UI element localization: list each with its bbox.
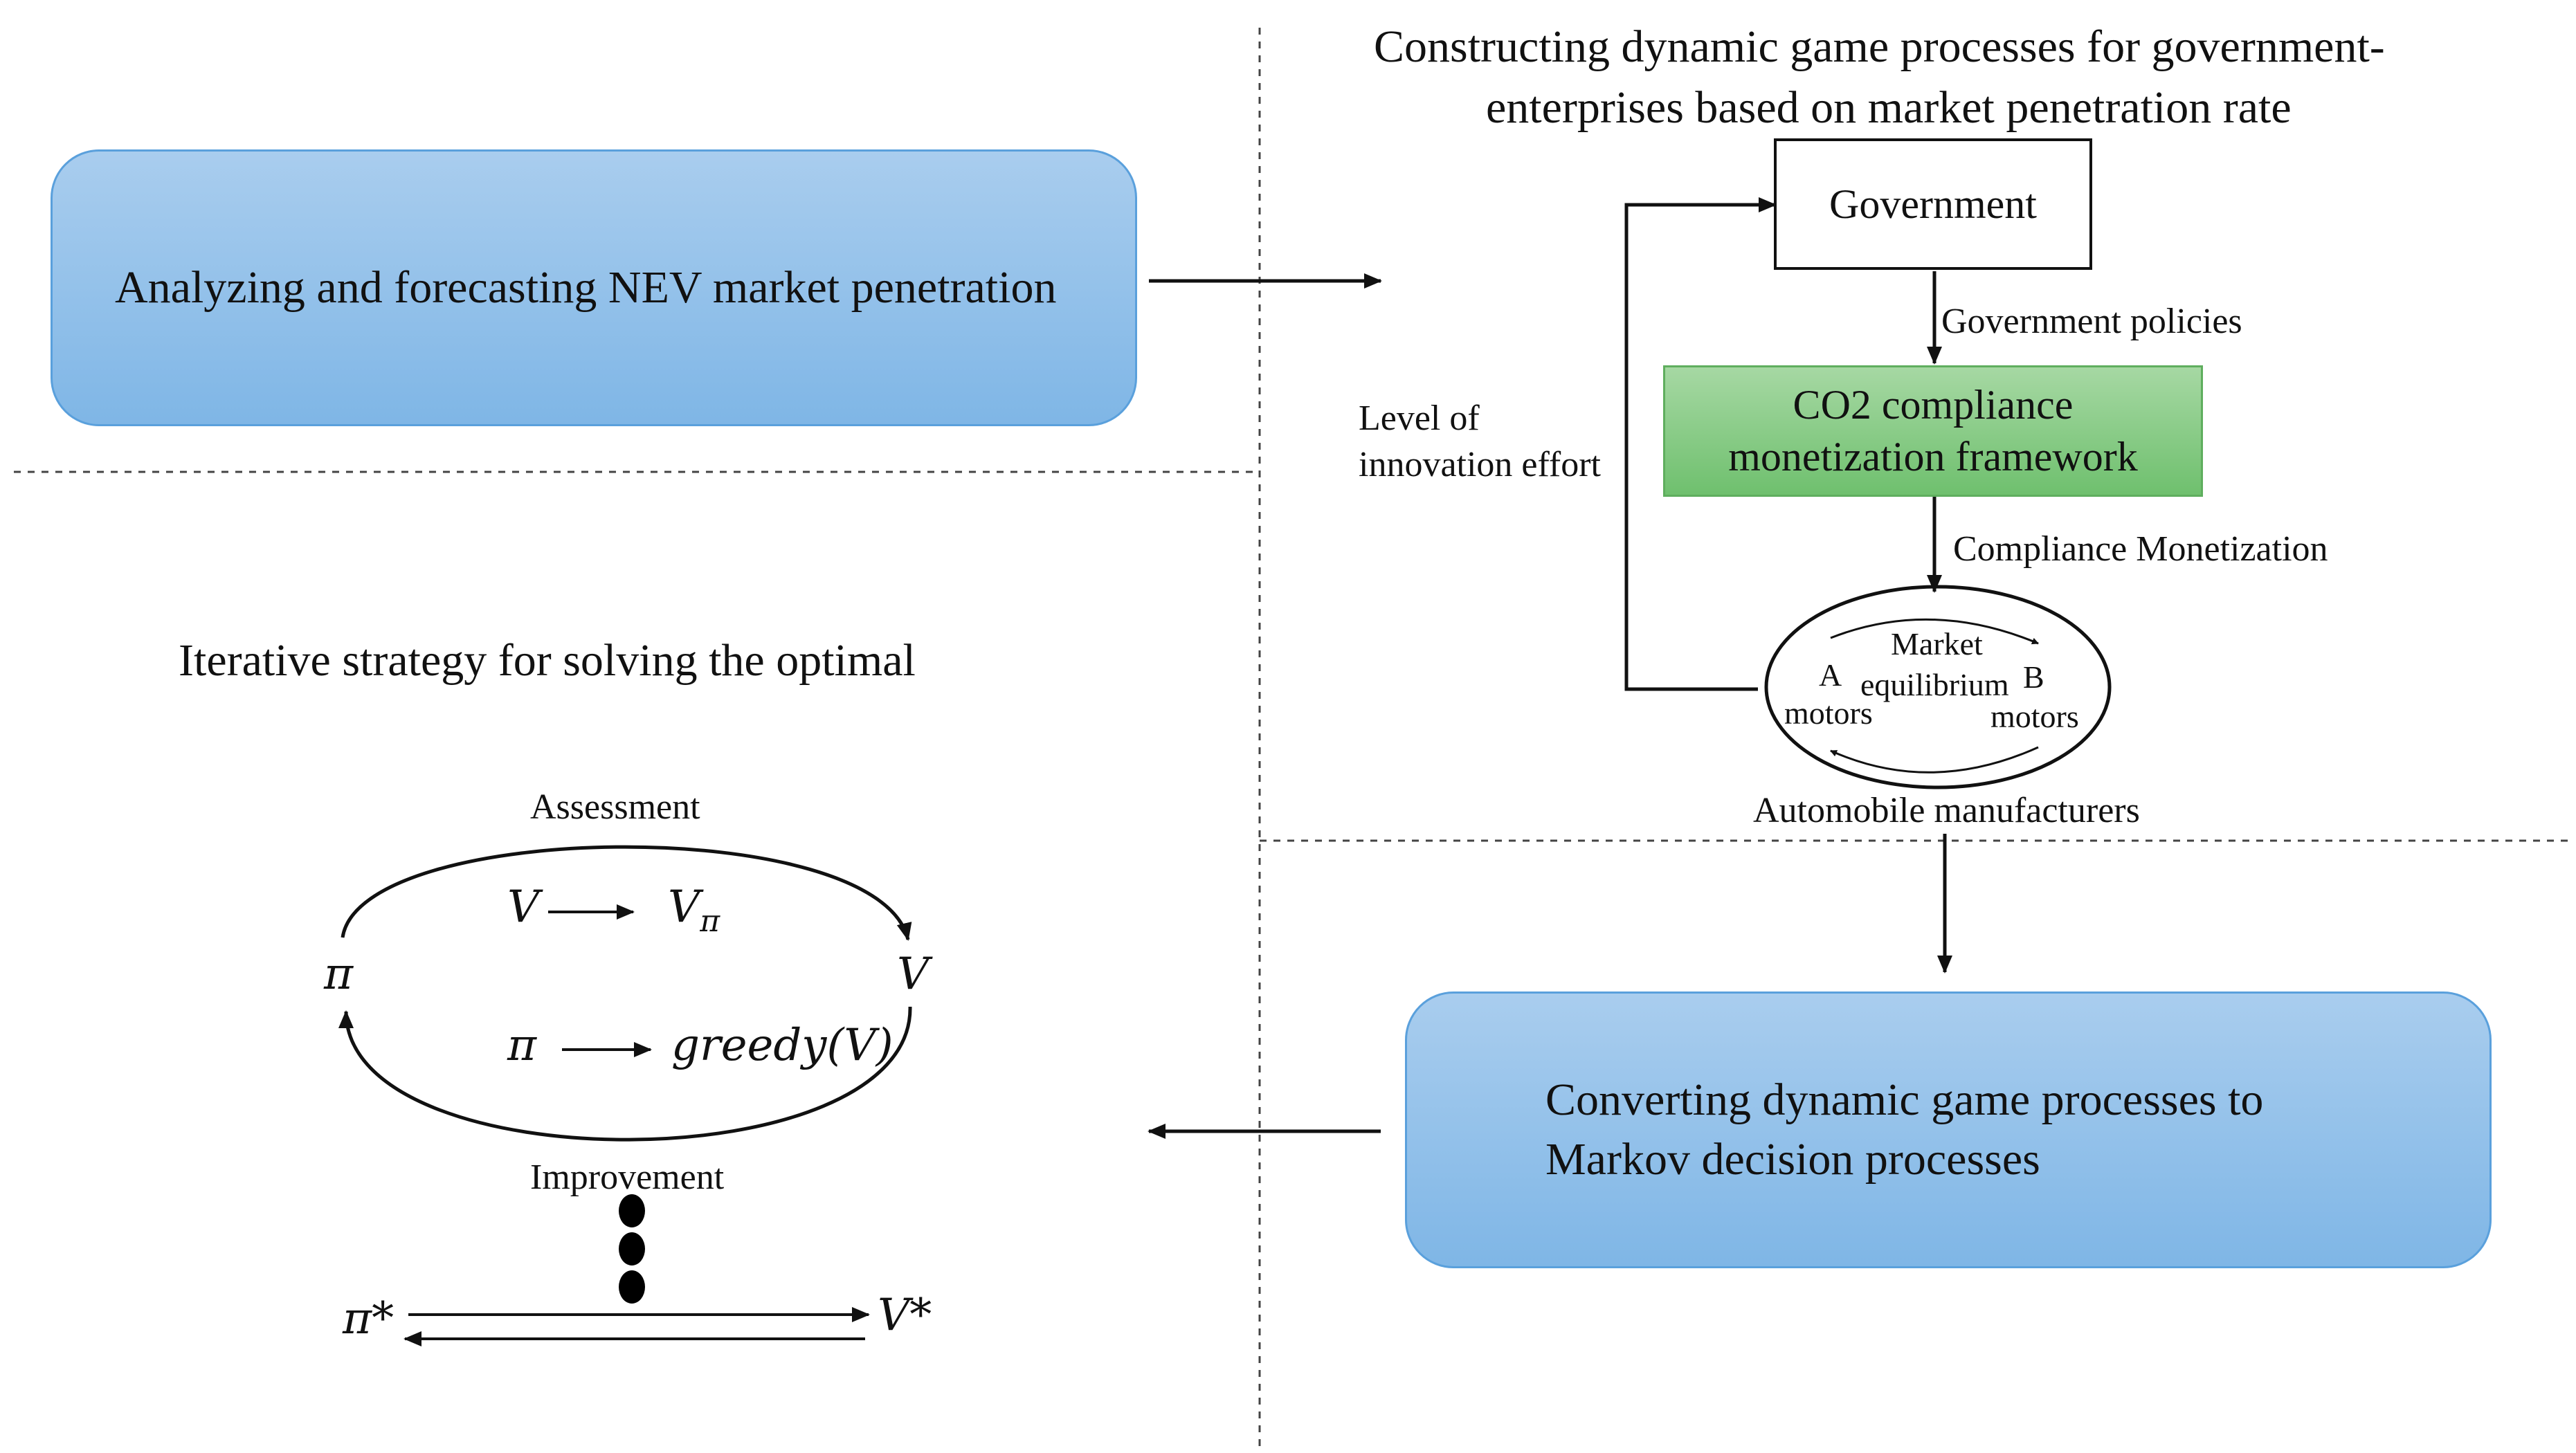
government-policies-label: Government policies [1941, 302, 2242, 341]
government-box: Government [1774, 138, 2092, 270]
iterative-strategy-title: Iterative strategy for solving the optim… [179, 635, 916, 686]
co2-framework-box: CO2 compliance monetization framework [1663, 365, 2203, 497]
b-motors-letter: B [2023, 659, 2044, 695]
markov-label-line1: Converting dynamic game processes to [1545, 1075, 2264, 1126]
ellipsis-dot-1 [619, 1194, 645, 1227]
market-arrow-bottom [1830, 746, 2039, 774]
cycle-arc-top [341, 845, 912, 941]
market-equilibrium-line2: equilibrium [1860, 667, 2009, 702]
b-motors-word: motors [1990, 699, 2079, 734]
innovation-effort-label-line2: innovation effort [1359, 445, 1601, 484]
a-motors-letter: A [1819, 657, 1842, 693]
manufacturers-ellipse [1764, 585, 2112, 789]
value-v-pi-subscript: π [700, 904, 720, 939]
automobile-manufacturers-label: Automobile manufacturers [1753, 791, 2140, 830]
greedy-v-expression: greedy(V) [671, 1020, 894, 1071]
compliance-monetization-label: Compliance Monetization [1953, 529, 2328, 569]
value-v: V [507, 881, 540, 933]
value-v-pi: Vπ [668, 881, 720, 940]
game-section-title-line2: enterprises based on market penetration … [1486, 82, 2292, 133]
optimal-value-v-star: V* [878, 1290, 932, 1341]
nev-forecast-label: Analyzing and forecasting NEV market pen… [115, 262, 1057, 313]
innovation-effort-label-line1: Level of [1359, 399, 1480, 438]
co2-label-line2: monetization framework [1728, 434, 2138, 479]
markov-label-line2: Markov decision processes [1545, 1134, 2040, 1185]
government-label: Government [1829, 181, 2037, 227]
co2-label-line1: CO2 compliance [1793, 382, 2074, 428]
policy-pi-center: π [507, 1020, 537, 1071]
market-arrow-top [1830, 618, 2039, 645]
ellipsis-dot-2 [619, 1232, 645, 1265]
cycle-arc-bottom [338, 1006, 912, 1142]
improvement-label: Improvement [530, 1158, 725, 1197]
nev-forecast-box: Analyzing and forecasting NEV market pen… [51, 149, 1137, 426]
markov-conversion-box: Converting dynamic game processes to Mar… [1405, 991, 2492, 1268]
optimal-policy-pi-star: π* [343, 1293, 394, 1344]
value-v-pi-base: V [668, 881, 700, 933]
a-motors-word: motors [1784, 695, 1873, 731]
game-section-title-line1: Constructing dynamic game processes for … [1374, 21, 2385, 72]
assessment-label: Assessment [530, 787, 700, 827]
value-v-right: V [897, 949, 929, 1000]
feedback-loop [1624, 197, 1777, 691]
market-equilibrium-line1: Market [1891, 626, 1983, 661]
ellipsis-dot-3 [619, 1270, 645, 1304]
policy-pi-left: π [324, 949, 354, 1000]
